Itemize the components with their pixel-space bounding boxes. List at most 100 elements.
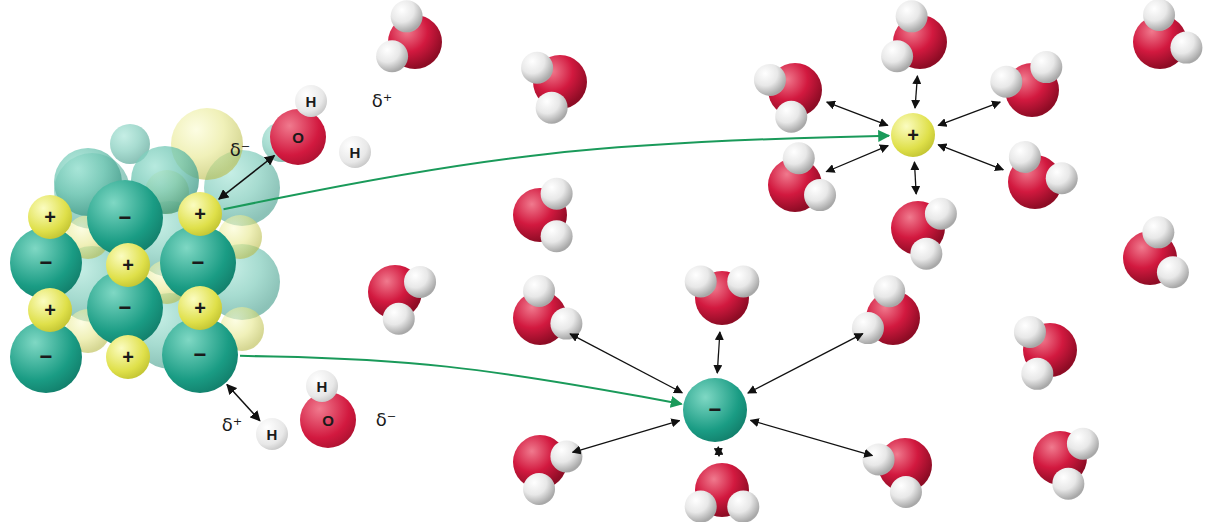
- hydrogen-atom: [925, 198, 957, 230]
- water-molecule: [1014, 316, 1077, 390]
- hydrogen-atom: [1009, 141, 1041, 173]
- water-molecule: [1133, 0, 1202, 69]
- atom-symbol: H: [317, 379, 328, 394]
- hydrogen-atom: [1014, 316, 1046, 348]
- cation-sphere: +: [106, 243, 150, 287]
- attraction-arrow: [748, 334, 863, 393]
- cation-sphere: +: [178, 192, 222, 236]
- hydrogen-atom: [521, 52, 553, 84]
- hydrogen-atom: [383, 303, 415, 335]
- cation-sphere: +: [28, 195, 72, 239]
- hydrogen-atom: [990, 66, 1022, 98]
- cation-sphere: +: [106, 335, 150, 379]
- atom-symbol: H: [267, 427, 278, 442]
- hydrogen-atom: [1157, 256, 1189, 288]
- hydrogen-atom: [852, 312, 884, 344]
- hydrogen-atom: [685, 265, 717, 297]
- hydrogen-atom: [1052, 468, 1084, 500]
- water-molecule: [990, 51, 1062, 117]
- atom-symbol: +: [44, 207, 56, 227]
- cation-sphere: +: [28, 288, 72, 332]
- partial-charge: δ⁻: [230, 141, 251, 159]
- hydrogen-atom: [881, 40, 913, 72]
- atom-symbol: O: [292, 130, 304, 145]
- water-molecule: [513, 178, 573, 253]
- water-molecule: [368, 265, 436, 335]
- attraction-arrow: [573, 421, 680, 453]
- attraction-arrow: [826, 146, 888, 172]
- partial-charge: δ⁻: [376, 411, 397, 429]
- hydrogen-atom: [1021, 358, 1053, 390]
- hydrogen-atom: [1046, 162, 1078, 194]
- attraction-arrow: [915, 76, 917, 108]
- atom-symbol: −: [192, 252, 205, 274]
- hydrogen-atom: [1170, 32, 1202, 64]
- hydrogen-atom: [523, 275, 555, 307]
- hydrogen-atom: [541, 178, 573, 210]
- hydrogen-atom: [890, 476, 922, 508]
- hydrogen-atom: [550, 440, 582, 472]
- cation-sphere: +: [891, 113, 935, 157]
- atom-symbol: +: [194, 298, 206, 318]
- partial-charge: δ⁺: [222, 416, 243, 434]
- attraction-arrow: [717, 332, 720, 373]
- water-molecule: [1033, 428, 1099, 500]
- atom-symbol: −: [709, 399, 722, 421]
- hydrogen-atom: [1067, 428, 1099, 460]
- atom-symbol: −: [194, 344, 207, 366]
- hydrogen-atom: [376, 40, 408, 72]
- hydrogen-atom: [754, 64, 786, 96]
- attraction-arrow: [827, 102, 888, 125]
- attraction-arrow: [938, 102, 1000, 125]
- water-molecule: [521, 52, 587, 124]
- water-molecule: [685, 265, 760, 325]
- hydrogen-atom: [896, 0, 928, 32]
- hydrogen-atom: [804, 179, 836, 211]
- hydrogen-atom: [1030, 51, 1062, 83]
- partial-charge: δ⁺: [372, 92, 393, 110]
- atom-symbol: +: [122, 347, 134, 367]
- hydrogen-atom: [550, 308, 582, 340]
- atom-symbol: −: [119, 297, 132, 319]
- atom-symbol: −: [40, 252, 53, 274]
- hydrogen-atom: [1142, 216, 1174, 248]
- attraction-arrow: [938, 145, 1003, 170]
- hydrogen-atom: [536, 92, 568, 124]
- attraction-arrow: [718, 447, 720, 456]
- hydrogen-atom: [873, 275, 905, 307]
- water-molecule: [891, 198, 957, 270]
- hydrogen-atom: [391, 0, 423, 32]
- water-molecule: [754, 63, 822, 133]
- attraction-arrow: [219, 156, 275, 200]
- hydrogen-atom: [541, 220, 573, 252]
- atom-symbol: +: [44, 300, 56, 320]
- hydration-arrows: [570, 76, 1003, 456]
- water-molecules: [368, 0, 1202, 522]
- water-molecule: [685, 463, 760, 522]
- water-molecule: [863, 438, 932, 508]
- hydrogen-atom: [775, 101, 807, 133]
- atom-symbol: H: [306, 94, 317, 109]
- atom-symbol: H: [350, 145, 361, 160]
- hydrogen-atom: [685, 491, 717, 522]
- anion-sphere: −: [683, 378, 747, 442]
- hydrogen-atom: [727, 265, 759, 297]
- anion-sphere: −: [10, 321, 82, 393]
- atom-symbol: O: [322, 413, 334, 428]
- hydrogen-atom: H: [339, 136, 371, 168]
- dissolution-arrow: [240, 356, 682, 404]
- hydrogen-atom: H: [306, 370, 338, 402]
- atom-symbol: +: [194, 204, 206, 224]
- cation-sphere: +: [178, 286, 222, 330]
- atom-symbol: +: [907, 125, 919, 145]
- hydrogen-atom: [783, 142, 815, 174]
- attraction-arrow: [914, 162, 916, 194]
- attraction-arrow: [570, 334, 682, 393]
- atom-symbol: −: [40, 346, 53, 368]
- oxygen-atom: O: [270, 109, 326, 165]
- water-molecule: [768, 142, 836, 212]
- water-molecule: [1008, 141, 1078, 209]
- hydrogen-atom: [910, 238, 942, 270]
